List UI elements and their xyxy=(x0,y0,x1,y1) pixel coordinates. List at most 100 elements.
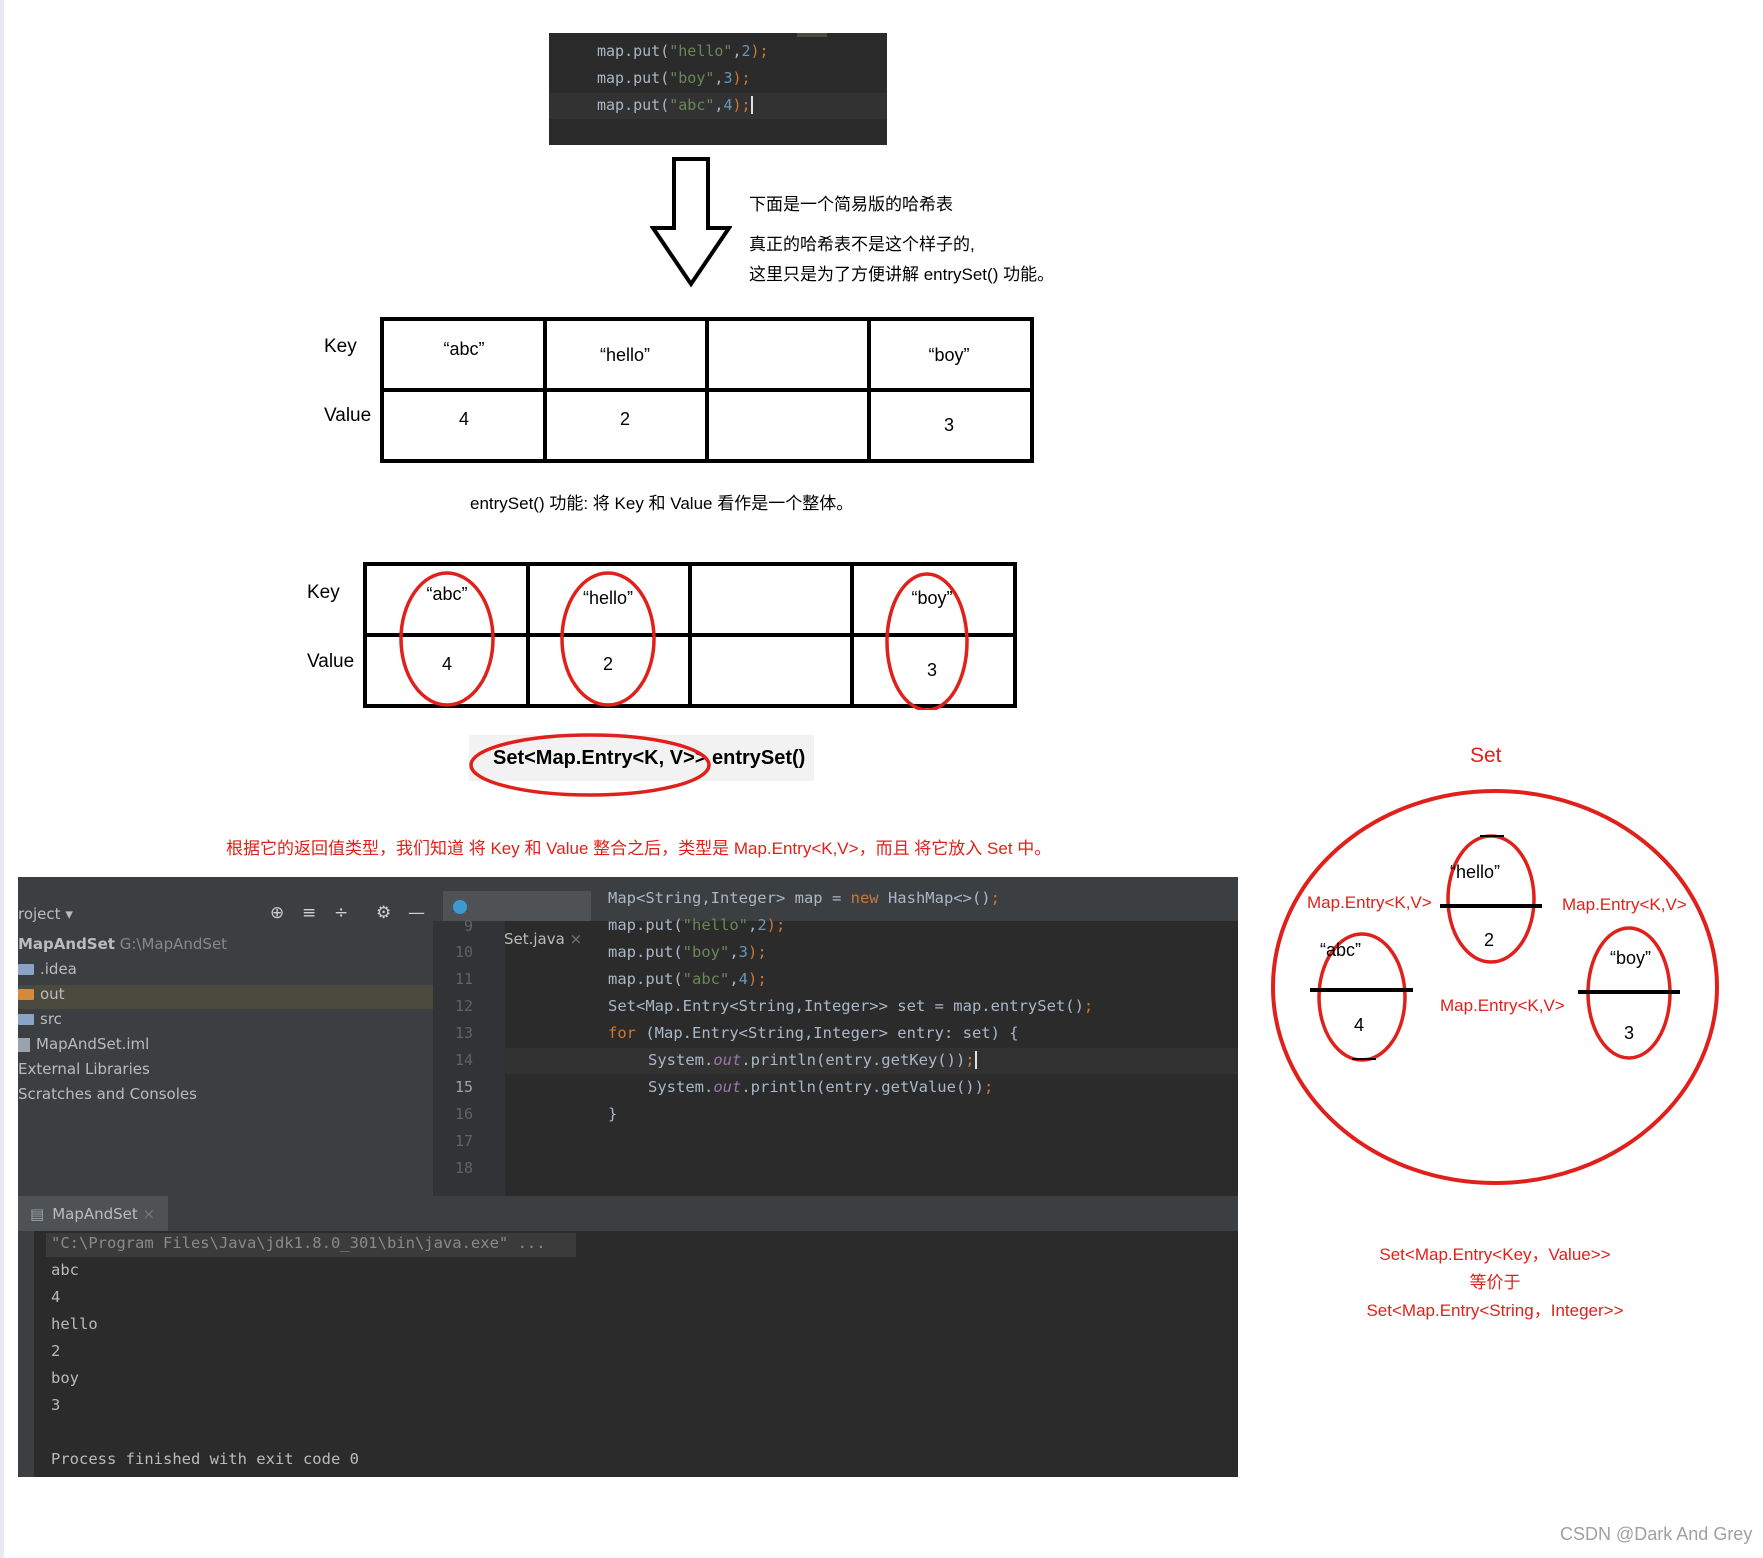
ide-window: roject ▾ ⊕ ≡ ÷ ⚙ — MapAndSet G:\MapAndSe… xyxy=(18,877,1238,1477)
console-line: hello xyxy=(51,1315,98,1333)
set-title: Set xyxy=(1470,744,1502,767)
table1-value-label: Value xyxy=(324,405,372,426)
snippet-current-line xyxy=(549,93,887,119)
set-entry-label-right: Map.Entry<K,V> xyxy=(1562,895,1687,914)
set-entry-label-left: Map.Entry<K,V> xyxy=(1307,893,1432,912)
equivalence-line-1: Set<Map.Entry<Key，Value>> xyxy=(1379,1245,1611,1264)
expand-all-icon[interactable]: ≡ xyxy=(302,903,317,923)
snippet-line-1: map.put("hello",2); xyxy=(597,42,769,60)
table2-value-label: Value xyxy=(307,651,355,672)
table2-key-3: “boy” xyxy=(911,588,953,608)
table1-key-3: “boy” xyxy=(928,345,970,365)
console-line-command: "C:\Program Files\Java\jdk1.8.0_301\bin\… xyxy=(51,1234,546,1252)
editor-tab-bar: MapAndSet.java × xyxy=(433,891,1238,948)
table2-key-1: “hello” xyxy=(582,588,634,608)
run-console: "C:\Program Files\Java\jdk1.8.0_301\bin\… xyxy=(18,1231,1238,1477)
code-line-9[interactable]: Map<String,Integer> map = new HashMap<>(… xyxy=(608,889,1000,907)
gear-icon[interactable]: ⚙ xyxy=(376,903,392,923)
console-side-toolbar xyxy=(18,1231,34,1477)
set-entry-boy-key: “boy” xyxy=(1610,948,1652,968)
locate-icon[interactable]: ⊕ xyxy=(270,903,285,923)
entry-circle-abc xyxy=(399,571,495,707)
console-line: 3 xyxy=(51,1396,61,1414)
collapse-all-icon[interactable]: ÷ xyxy=(334,903,349,923)
tree-item-scratches[interactable]: Scratches and Consoles xyxy=(18,1085,197,1103)
console-line-exit: Process finished with exit code 0 xyxy=(51,1450,359,1468)
table1-value-1: 2 xyxy=(619,409,630,429)
table2-value-0: 4 xyxy=(441,654,452,674)
snippet-line-2: map.put("boy",3); xyxy=(597,69,751,87)
signature-method: entrySet() xyxy=(706,747,806,769)
code-line-10[interactable]: map.put("hello",2); xyxy=(608,916,786,934)
console-line: boy xyxy=(51,1369,79,1387)
code-line-17[interactable]: } xyxy=(608,1105,618,1123)
hash-table-2: “abc” “hello” “boy” 4 2 3 xyxy=(363,562,1017,708)
tree-item-idea[interactable]: .idea xyxy=(18,960,77,978)
signature-return-type: Set<Map.Entry<K, V>> xyxy=(493,747,707,769)
code-line-13[interactable]: Set<Map.Entry<String,Integer>> set = map… xyxy=(608,997,1094,1015)
entryset-signature: Set<Map.Entry<K, V>> entrySet() xyxy=(469,735,814,781)
run-tab-mapandset[interactable]: ▤MapAndSet × xyxy=(18,1196,168,1231)
snippet-tab-marker xyxy=(797,33,827,37)
code-line-16[interactable]: System.out.println(entry.getValue()); xyxy=(648,1078,994,1096)
table1-key-1: “hello” xyxy=(599,345,651,365)
table1-value-3: 3 xyxy=(943,415,954,435)
folder-icon xyxy=(18,1014,34,1025)
entry-circle-hello xyxy=(560,571,656,707)
line-gutter: 9 10 11 12 13 14 15 16 17 18 xyxy=(433,917,505,1196)
close-icon[interactable]: × xyxy=(142,1205,156,1223)
tree-item-external-libraries[interactable]: External Libraries xyxy=(18,1060,150,1078)
set-entry-abc-value: 4 xyxy=(1354,1015,1365,1035)
snippet-line-3: map.put("abc",4); xyxy=(597,96,753,114)
tree-selection xyxy=(18,985,433,1009)
table2-value-3: 3 xyxy=(926,660,937,680)
table2-key-0: “abc” xyxy=(426,584,468,604)
ide-top-strip xyxy=(18,877,1238,891)
folder-icon xyxy=(18,989,34,1000)
entry-circle-boy xyxy=(885,572,969,710)
console-line: 4 xyxy=(51,1288,61,1306)
console-line: abc xyxy=(51,1261,79,1279)
signature-highlight-ellipse xyxy=(469,733,711,797)
folder-icon xyxy=(18,964,34,975)
project-panel-header[interactable]: roject ▾ xyxy=(18,905,73,923)
table2-key-label: Key xyxy=(307,582,340,603)
note-caveat-1: 真正的哈希表不是这个样子的, xyxy=(749,235,975,254)
equivalence-line-2: 等价于 xyxy=(1469,1273,1521,1292)
entry-circles xyxy=(399,571,969,710)
code-line-14[interactable]: for (Map.Entry<String,Integer> entry: se… xyxy=(608,1024,1019,1042)
note-caveat-2: 这里只是为了方便讲解 entrySet() 功能。 xyxy=(749,265,1055,284)
down-arrow-icon xyxy=(650,157,732,288)
note-intro: 下面是一个简易版的哈希表 xyxy=(749,195,953,214)
set-entry-abc-key: “abc” xyxy=(1320,940,1362,960)
tree-item-src[interactable]: src xyxy=(18,1010,62,1028)
chevron-down-icon[interactable]: ▾ xyxy=(65,905,73,923)
console-icon: ▤ xyxy=(30,1205,45,1223)
code-line-12[interactable]: map.put("abc",4); xyxy=(608,970,767,988)
table1-value-0: 4 xyxy=(458,409,469,429)
hash-table-1: “abc” “hello” “boy” 4 2 3 xyxy=(380,317,1034,463)
console-command-highlight xyxy=(46,1233,576,1257)
set-entry-hello-key: “hello” xyxy=(1450,862,1501,882)
module-file-icon xyxy=(18,1037,30,1052)
table1-key-0: “abc” xyxy=(443,339,485,359)
java-class-icon xyxy=(453,900,467,914)
tree-item-out[interactable]: out xyxy=(18,985,65,1003)
tree-item-iml[interactable]: MapAndSet.iml xyxy=(18,1035,149,1053)
table1-key-label: Key xyxy=(324,336,357,357)
console-line: 2 xyxy=(51,1342,61,1360)
set-entry-boy-value: 3 xyxy=(1624,1023,1635,1043)
table2-value-1: 2 xyxy=(602,654,613,674)
project-panel: roject ▾ ⊕ ≡ ÷ ⚙ — MapAndSet G:\MapAndSe… xyxy=(18,891,433,1196)
code-snippet: map.put("hello",2); map.put("boy",3); ma… xyxy=(549,33,887,145)
close-icon[interactable]: × xyxy=(569,930,583,948)
set-entry-hello-value: 2 xyxy=(1484,930,1495,950)
run-tool-bar: ▤MapAndSet × xyxy=(18,1196,1238,1231)
code-line-15[interactable]: System.out.println(entry.getKey()); xyxy=(648,1051,977,1069)
code-line-11[interactable]: map.put("boy",3); xyxy=(608,943,767,961)
set-entry-label-center: Map.Entry<K,V> xyxy=(1440,996,1565,1015)
conclusion-note: 根据它的返回值类型，我们知道 将 Key 和 Value 整合之后，类型是 Ma… xyxy=(226,839,1052,858)
tree-root[interactable]: MapAndSet G:\MapAndSet xyxy=(18,935,228,953)
hide-panel-icon[interactable]: — xyxy=(408,903,425,923)
watermark: CSDN @Dark And Grey xyxy=(1560,1524,1753,1544)
